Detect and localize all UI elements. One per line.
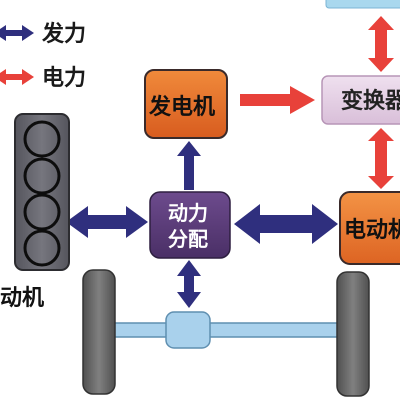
inverter-label: 变换器 <box>341 88 400 114</box>
power-split-box: 动力 分配 <box>149 191 231 259</box>
right-wheel <box>336 271 370 397</box>
electric-arrow-top-inverter <box>368 16 394 72</box>
legend-electric-power: 电力 <box>0 66 86 91</box>
legend: 发力 电力 <box>0 21 86 91</box>
mechanical-arrow-split-axle <box>177 260 201 308</box>
axle-assembly <box>82 269 370 397</box>
electric-arrow-inverter-motor <box>368 128 394 189</box>
engine-cylinder-1 <box>23 120 61 158</box>
generator-box: 发电机 <box>144 69 228 139</box>
mechanical-arrow-engine-split <box>66 206 148 238</box>
engine-label: 动机 <box>0 286 44 311</box>
inverter-box: 变换器 <box>321 75 400 125</box>
motor-box: 电动机 <box>339 191 400 265</box>
motor-label: 电动机 <box>344 218 400 243</box>
mechanical-arrow-split-motor <box>234 204 338 244</box>
legend-drive-force-label: 发力 <box>41 21 86 47</box>
top-partial-box <box>325 0 400 9</box>
legend-electric-power-label: 电力 <box>42 66 86 91</box>
differential <box>165 311 211 349</box>
axle-shaft <box>99 322 351 338</box>
generator-label: 发电机 <box>148 94 215 120</box>
left-wheel <box>82 269 116 395</box>
engine-cylinder-4 <box>23 229 61 267</box>
electric-arrow-generator-inverter <box>240 86 315 114</box>
engine-block <box>14 113 70 271</box>
drive-force-arrow-icon <box>0 25 34 41</box>
legend-drive-force: 发力 <box>0 21 86 47</box>
engine-cylinder-2 <box>23 157 61 195</box>
power-split-label-line1: 动力 <box>168 201 208 225</box>
electric-power-arrow-icon <box>0 69 34 85</box>
power-split-label-line2: 分配 <box>168 227 208 251</box>
engine-cylinder-3 <box>23 193 61 231</box>
mechanical-arrow-split-generator <box>177 141 201 190</box>
